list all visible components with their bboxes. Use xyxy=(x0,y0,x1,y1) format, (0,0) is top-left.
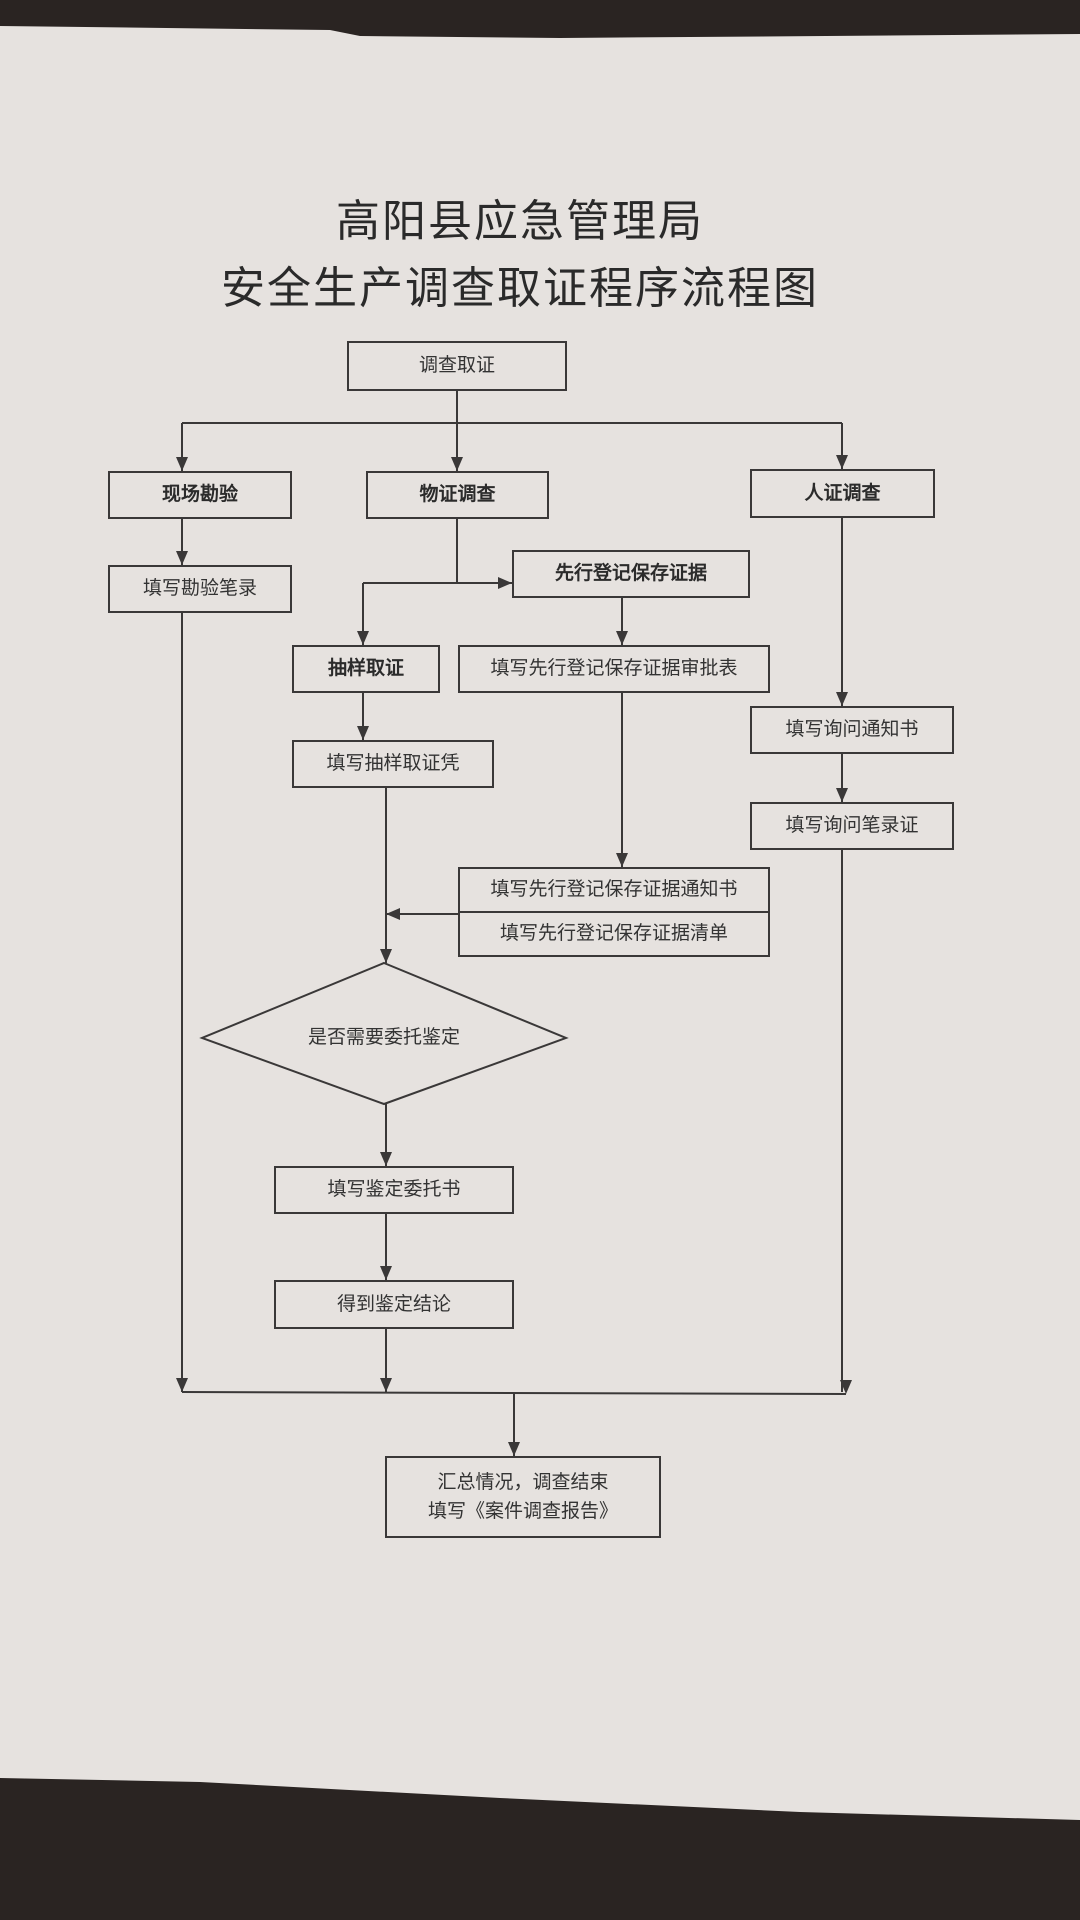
arrowhead xyxy=(380,1378,392,1392)
node-sampling: 抽样取证 xyxy=(292,645,440,693)
node-preserve-evidence: 先行登记保存证据 xyxy=(512,550,750,598)
node-appraisal-conclusion: 得到鉴定结论 xyxy=(274,1280,514,1329)
arrowhead xyxy=(616,853,628,867)
node-physical-evidence: 物证调查 xyxy=(366,471,549,519)
node-preserve-list: 填写先行登记保存证据清单 xyxy=(458,911,770,957)
arrowhead xyxy=(508,1442,520,1456)
node-inquiry-record: 填写询问笔录证 xyxy=(750,802,954,850)
arrowhead xyxy=(386,908,400,920)
node-inquiry-notice: 填写询问通知书 xyxy=(750,706,954,754)
arrowhead xyxy=(451,457,463,471)
arrowheads xyxy=(176,455,852,1456)
arrowhead xyxy=(380,1152,392,1166)
arrowhead xyxy=(380,1266,392,1280)
arrowhead xyxy=(176,457,188,471)
arrowhead xyxy=(176,1378,188,1392)
arrowhead xyxy=(380,949,392,963)
node-start: 调查取证 xyxy=(347,341,567,391)
node-witness-investigation: 人证调查 xyxy=(750,469,935,518)
node-scene-inspection: 现场勘验 xyxy=(108,471,292,519)
paper-background xyxy=(0,26,1080,1820)
arrowhead xyxy=(357,631,369,645)
arrowhead xyxy=(836,455,848,469)
arrowhead xyxy=(836,788,848,802)
arrowhead xyxy=(616,631,628,645)
node-preserve-notice: 填写先行登记保存证据通知书 xyxy=(458,867,770,913)
node-end: 汇总情况，调查结束 填写《案件调查报告》 xyxy=(385,1456,661,1538)
arrowhead xyxy=(176,551,188,565)
decision-diamond xyxy=(199,961,569,1106)
arrowhead xyxy=(836,692,848,706)
document-title-flowchart: 安全生产调查取证程序流程图 xyxy=(221,263,819,314)
end-line-2: 填写《案件调查报告》 xyxy=(427,1500,618,1522)
arrowhead xyxy=(498,577,512,589)
decision-label: 是否需要委托鉴定 xyxy=(307,1025,460,1048)
arrowhead xyxy=(840,1380,852,1394)
node-preserve-approval-form: 填写先行登记保存证据审批表 xyxy=(458,645,770,693)
node-sampling-voucher: 填写抽样取证凭 xyxy=(292,740,494,788)
node-commission-letter: 填写鉴定委托书 xyxy=(274,1166,514,1214)
node-scene-record: 填写勘验笔录 xyxy=(108,565,292,613)
document-title-agency: 高阳县应急管理局 xyxy=(336,196,704,247)
arrowhead xyxy=(357,726,369,740)
end-line-1: 汇总情况，调查结束 xyxy=(437,1470,609,1493)
